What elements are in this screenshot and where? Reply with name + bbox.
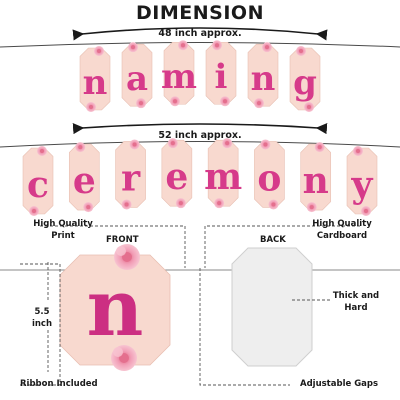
rose-icon — [94, 46, 104, 56]
banner-flag: n — [300, 142, 332, 213]
rose-icon — [220, 96, 230, 107]
back-label: BACK — [260, 235, 286, 245]
front-flag: n — [59, 244, 171, 371]
rose-icon — [353, 146, 363, 156]
banner-letter: n — [303, 160, 329, 202]
banner-flag: m — [161, 40, 197, 107]
banner-flag: n — [247, 42, 279, 109]
banner-letter: n — [83, 63, 108, 103]
front-letter: n — [87, 263, 144, 354]
banner-letter: i — [215, 57, 228, 97]
top-string — [0, 42, 400, 48]
banner-letter: n — [251, 59, 276, 99]
rose-icon — [306, 202, 317, 213]
banner-letter: m — [204, 156, 242, 198]
rose-icon — [260, 139, 271, 150]
banner-flag: y — [346, 146, 378, 216]
rose-icon — [296, 46, 306, 56]
banner-letter: r — [121, 157, 141, 199]
banner-letter: e — [165, 156, 188, 198]
front-label: FRONT — [106, 235, 139, 245]
rose-icon — [254, 98, 264, 109]
rose-icon — [136, 98, 146, 109]
top-width-label: 48 inch approx. — [158, 28, 242, 39]
rose-icon — [114, 244, 140, 270]
rose-icon — [83, 202, 94, 213]
banner-flag: m — [204, 138, 242, 209]
rose-icon — [170, 96, 180, 107]
title-dimension: DIMENSION — [136, 2, 264, 24]
callout-print: High Quality Print — [33, 219, 93, 241]
rose-icon — [178, 40, 188, 51]
rose-icon — [175, 198, 186, 209]
rose-icon — [214, 198, 225, 209]
banner-letter: e — [73, 160, 96, 202]
banner-flag: e — [161, 138, 193, 209]
banner-flag: n — [79, 46, 111, 112]
rose-icon — [75, 142, 86, 153]
callout-gaps: Adjustable Gaps — [300, 379, 379, 389]
rose-icon — [304, 102, 314, 112]
rose-icon — [121, 199, 132, 210]
banner-flag: c — [22, 146, 54, 216]
banner-letter: a — [126, 59, 148, 99]
rose-icon — [128, 42, 138, 53]
banner-letter: o — [257, 157, 281, 199]
banner-flag: g — [289, 46, 321, 112]
rose-icon — [86, 102, 96, 112]
rose-icon — [167, 138, 178, 149]
rose-icon — [29, 206, 39, 216]
callout-lines — [20, 225, 360, 386]
banner-flag: a — [121, 42, 153, 109]
banner-flag: r — [115, 139, 146, 210]
rose-icon — [268, 199, 279, 210]
callout-cardboard: High Quality Cardboard — [312, 219, 372, 241]
bottom-width-label: 52 inch approx. — [158, 130, 242, 141]
bottom-string — [0, 141, 400, 148]
callout-thick: Thick and Hard — [332, 291, 380, 313]
rose-icon — [37, 146, 47, 156]
banner-flag: i — [205, 40, 237, 107]
bottom-width-arrow — [72, 123, 328, 135]
banner-letter: c — [27, 164, 49, 206]
rose-icon — [314, 142, 325, 153]
banner-flag: e — [68, 142, 100, 213]
banner-letter: g — [293, 63, 317, 103]
rose-icon — [129, 139, 140, 150]
banner-letter: y — [351, 164, 374, 206]
rose-icon — [262, 42, 272, 53]
rose-icon — [111, 345, 137, 371]
callout-ribbon: Ribbon Included — [20, 379, 98, 389]
rose-icon — [212, 40, 222, 51]
height-label: 5.5 inch — [31, 307, 53, 329]
banner-flag: o — [254, 139, 285, 210]
banner-letter: m — [161, 57, 197, 97]
rose-icon — [222, 138, 233, 149]
top-width-arrow — [72, 27, 328, 41]
rose-icon — [361, 206, 371, 216]
back-card — [231, 247, 313, 367]
